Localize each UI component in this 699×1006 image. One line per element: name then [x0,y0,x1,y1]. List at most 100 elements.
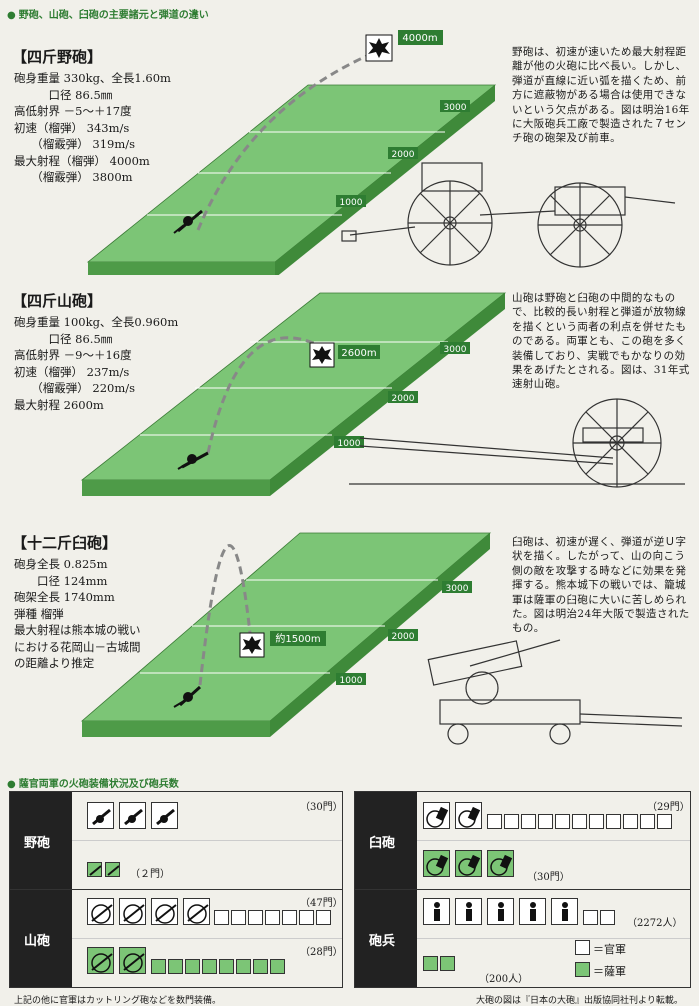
spec-line: 最大射程（榴弾） 4000m [14,153,150,168]
mountain-gun-specs: 砲身重量 100kg、全長0.960m 口径 86.5㎜ 高低射界 －9～＋16… [14,314,178,413]
soldier-icon [551,898,578,925]
spec-line: 弾種 榴弾 [14,606,64,621]
mortar-small-icon [606,814,621,829]
legend-sat-label: ＝薩軍 [593,965,626,978]
cannon-icon [173,209,203,234]
row-label-field-gun: 野砲 [24,836,51,851]
spec-line: の距離より推定 [14,656,95,670]
sub-divider [417,938,690,939]
tick-label-1000: 1000 [340,676,363,686]
artillery-sat-count: （200人） [479,974,529,985]
mortar-icon [455,802,482,829]
tick-box [336,195,366,207]
bullet-icon: ● [7,779,16,790]
cannon-icon [177,451,209,470]
explosion-icon [365,34,393,62]
mountain-gun-small-icon [168,959,183,974]
range-label-box [338,345,380,359]
soldier-icon [519,898,546,925]
mountain-gun-illustration [349,398,685,488]
tick-label-2000: 2000 [392,394,415,404]
range-field-front [82,721,270,737]
spec-line: 最大射程 2600m [14,397,104,412]
mortar-small-icon [589,814,604,829]
bullet-icon: ● [7,10,16,21]
mountain-gun-small-icon [248,910,263,925]
field-gun-illustration [341,162,676,268]
mortar-specs: 砲身全長 0.825m 口径 124mm 砲架全長 1740mm 弾種 榴弾 最… [14,556,141,672]
tick-box [334,436,364,448]
spec-line: 砲身重量 330kg、全長1.60m [14,71,171,85]
left-table: 野砲 山砲 （30門） （２門） （47門） （28門） [9,791,343,988]
mortar-description: 臼砲は、初速が遅く、弾道が逆Ｕ字状を描く。したがって、山の向こう側の敵を攻撃する… [512,536,690,635]
mortar-small-icon [657,814,672,829]
row-label-mountain-gun: 山砲 [24,934,51,949]
field-gun-description: 野砲は、初速が速いため最大射程距離が他の火砲に比べ長い。しかし、弾道が直線に近い… [512,46,690,145]
mountain-gun-description: 山砲は野砲と臼砲の中間的なもので、比較的長い射程と弾道が放物線を描くという両者の… [512,292,690,391]
tick-label-3000: 3000 [444,345,467,355]
tick-label-1000: 1000 [338,439,361,449]
spec-line: 砲身全長 0.825m [14,557,108,571]
mountain-gun-sat-count: （28門） [300,947,343,958]
cannon-icon [87,802,114,829]
mortar-small-icon [504,814,519,829]
spec-line: 口径 124mm [14,573,108,588]
sub-divider [72,840,342,841]
soldier-small-icon [423,956,438,971]
soldier-small-icon [440,956,455,971]
range-label: 2600m [341,348,376,359]
spec-line: 初速（榴弾） 343m/s [14,120,130,135]
mortar-sat-count: （30門） [527,872,570,883]
range-label-box [270,631,326,646]
mountain-gun-gov-count: （47門） [300,898,343,909]
mountain-gun-small-icon [219,959,234,974]
mortar-small-icon [487,814,502,829]
mountain-gun-small-icon [282,910,297,925]
tick-label-1000: 1000 [340,198,363,208]
mortar-icon [455,850,482,877]
spec-line: 砲架全長 1740mm [14,590,115,604]
mortar-range-diagram: 約1500m 1000 2000 3000 [80,532,492,737]
soldier-icon [455,898,482,925]
mortar-small-icon [640,814,655,829]
mortar-small-icon [572,814,587,829]
tick-label-3000: 3000 [444,103,467,113]
range-field-front [82,480,270,496]
mountain-gun-small-icon [214,910,229,925]
spec-line: 最大射程は熊本城の戦い [14,623,141,637]
spec-line: における花岡山－古城間 [14,639,141,654]
mountain-gun-range-diagram: 2600m 1000 2000 3000 [80,292,507,496]
legend-gov-icon [575,940,590,955]
tick-box [388,629,418,641]
cannon-icon [151,802,178,829]
spec-line: 砲身重量 100kg、全長0.960m [14,315,179,329]
mountain-gun-small-icon [270,959,285,974]
field-gun-gov-count: （30門） [300,802,343,813]
legend-sat-icon [575,962,590,977]
mortar-icon [487,850,514,877]
mortar-illustration [427,639,683,745]
sub-divider [417,840,690,841]
mortar-small-icon [538,814,553,829]
range-label: 約1500m [275,632,320,645]
row-label-artillery: 砲兵 [369,934,396,949]
footer-note-right: 大砲の図は『日本の大砲』出版協同社刊より転載。 [476,996,683,1006]
mortar-icon [423,850,450,877]
row-divider [355,889,690,890]
tick-box [440,100,470,112]
header-title: 野砲、山砲、臼砲の主要諸元と弾道の違い [18,10,209,21]
spec-line: 口径 86.5㎜ [14,87,113,102]
mountain-gun-small-icon [151,959,166,974]
mortar-small-icon [623,814,638,829]
footer-note-left: 上記の他に官軍はカットリング砲などを数門装備。 [14,996,222,1006]
spec-line: 口径 86.5㎜ [14,331,113,346]
tick-label-2000: 2000 [392,632,415,642]
table-title: 薩官両軍の火砲装備状況及び砲兵数 [18,779,179,790]
mountain-gun-icon [87,947,114,974]
mountain-gun-icon [119,898,146,925]
spec-line: （榴霰弾） 220m/s [14,381,136,395]
spec-line: 高低射界 －5～＋17度 [14,104,132,118]
soldier-small-icon [600,910,615,925]
explosion-icon [239,632,265,658]
cannon-icon [119,802,146,829]
